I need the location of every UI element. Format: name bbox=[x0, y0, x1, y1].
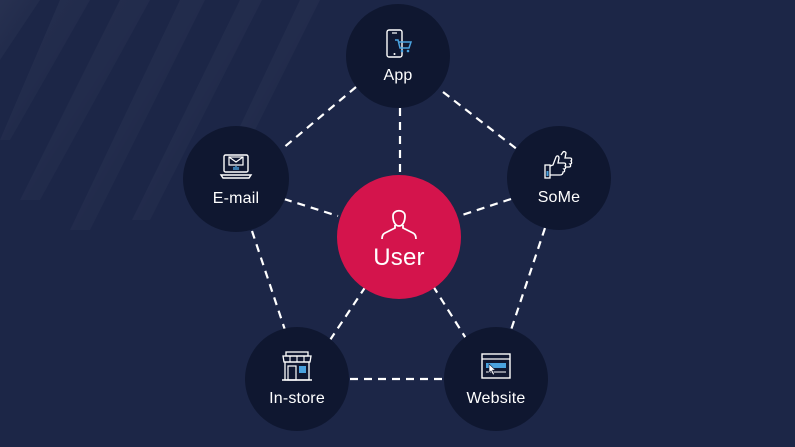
browser-cursor-icon bbox=[481, 353, 511, 379]
edge-app-some bbox=[442, 91, 519, 151]
edge-some-website bbox=[509, 227, 547, 331]
spoke-website bbox=[432, 285, 468, 341]
phone-cart-icon bbox=[386, 29, 413, 58]
node-some-label: SoMe bbox=[537, 189, 581, 206]
edge-email-instore bbox=[250, 230, 287, 331]
laptop-mail-icon bbox=[219, 154, 253, 179]
edge-app-email bbox=[281, 86, 357, 150]
node-app: App bbox=[346, 4, 450, 108]
node-some: SoMe bbox=[507, 126, 611, 230]
node-website: Website bbox=[444, 327, 548, 431]
user-icon bbox=[381, 209, 417, 240]
storefront-icon bbox=[282, 351, 312, 381]
node-instore: In-store bbox=[245, 327, 349, 431]
node-user: User bbox=[337, 175, 461, 299]
node-app-label: App bbox=[383, 67, 413, 84]
node-instore-label: In-store bbox=[269, 390, 325, 407]
thumbs-up-icon bbox=[544, 150, 573, 179]
spoke-instore bbox=[329, 285, 367, 341]
node-email: E-mail bbox=[183, 126, 289, 232]
spoke-some bbox=[458, 197, 512, 218]
node-website-label: Website bbox=[466, 390, 526, 407]
node-email-label: E-mail bbox=[212, 190, 260, 207]
spoke-email bbox=[283, 197, 339, 218]
node-user-label: User bbox=[373, 244, 425, 271]
